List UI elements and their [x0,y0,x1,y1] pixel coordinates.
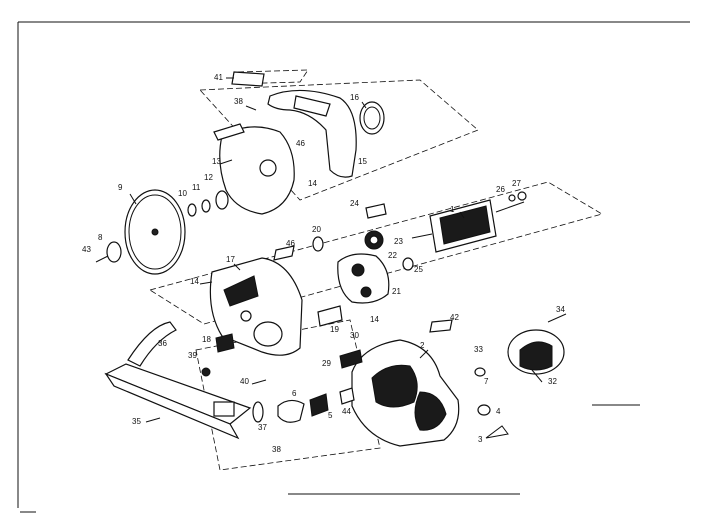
callout-34: 34 [556,305,565,314]
guard-window-part [293,95,331,117]
washer-10-part [187,203,197,217]
brush-cap-46-part [273,245,295,261]
lower-guard-part [219,126,295,215]
blade-washer-part [106,241,122,263]
callout-14b: 14 [190,277,199,286]
callout-38: 38 [234,97,243,106]
cord-3-part [485,425,509,439]
callout-46b: 46 [286,239,295,248]
callout-8: 8 [98,233,103,242]
callout-7: 7 [484,377,489,386]
callout-24: 24 [350,199,359,208]
callout-32: 32 [548,377,557,386]
guard-lever-part [213,123,245,141]
callout-39: 39 [188,351,197,360]
switch-29-part [339,349,363,369]
callout-17: 17 [226,255,235,264]
callout-3: 3 [478,435,483,444]
handle-grip-part [223,275,259,307]
upper-guard-part [267,89,357,178]
callout-27: 27 [512,179,521,188]
callout-38b: 38 [272,445,281,454]
callout-35: 35 [132,417,141,426]
depth-knob-part [277,399,305,423]
callout-4: 4 [496,407,501,416]
washer-12-part [215,190,229,210]
bevel-knob-37-part [252,401,264,423]
callout-43: 43 [82,245,91,254]
blade-bolt-part [95,255,109,263]
bearing-20-part [312,236,324,252]
callout-16: 16 [350,93,359,102]
bearing-26-part [508,194,516,202]
cord-clip-7-part [474,367,486,377]
base-plate-part [104,321,252,440]
callout-25: 25 [414,265,423,274]
callout-22: 22 [388,251,397,260]
callout-26: 26 [496,185,505,194]
bracket-44-part [339,387,355,405]
label-plate-part [231,71,265,87]
callout-40: 40 [240,377,249,386]
callout-6: 6 [292,389,297,398]
bearing-27-part [517,191,527,201]
callout-11: 11 [192,183,201,192]
callout-46: 46 [296,139,305,148]
callout-1: 1 [450,205,455,214]
callout-19: 19 [330,325,339,334]
callout-14c: 14 [370,315,379,324]
callout-21: 21 [392,287,401,296]
callout-15: 15 [358,157,367,166]
depth-lever-5-part [309,393,329,417]
callout-44: 44 [342,407,351,416]
callout-41: 41 [214,73,223,82]
pin-40-part [251,379,267,385]
washer-11-part [201,199,211,213]
strain-relief-4-part [477,404,491,416]
callout-13: 13 [212,157,221,166]
armature-part [411,199,525,253]
callout-5: 5 [328,411,333,420]
callout-14: 14 [308,179,317,188]
callout-37: 37 [258,423,267,432]
spindle-part [317,305,343,327]
wing-nut-39-part [201,367,211,377]
motor-assembly-box [149,181,604,325]
gear-housing-part [337,253,390,304]
screw-34-part [547,313,567,323]
callout-29: 29 [322,359,331,368]
motor-opening-part [253,321,283,347]
leader-lines [129,77,543,423]
callout-18: 18 [202,335,211,344]
callout-12: 12 [204,173,213,182]
guard-assembly-box [199,79,479,201]
callout-10: 10 [178,189,187,198]
callout-9: 9 [118,183,123,192]
callout-36: 36 [158,339,167,348]
motor-cover-part [507,329,565,375]
callout-23: 23 [394,237,403,246]
callout-42: 42 [450,313,459,322]
callout-2: 2 [420,341,425,350]
bearing-25-part [402,257,414,271]
callout-30: 30 [350,331,359,340]
callout-labels: 41 38 46 16 15 13 14 12 11 10 9 8 43 26 … [82,73,565,454]
brush-24-part [365,203,387,219]
plate-42-part [429,319,453,333]
guard-hub-part [259,159,277,177]
callout-33: 33 [474,345,483,354]
callout-20: 20 [312,225,321,234]
saw-blade-part [124,189,186,275]
switch-part [215,333,235,353]
